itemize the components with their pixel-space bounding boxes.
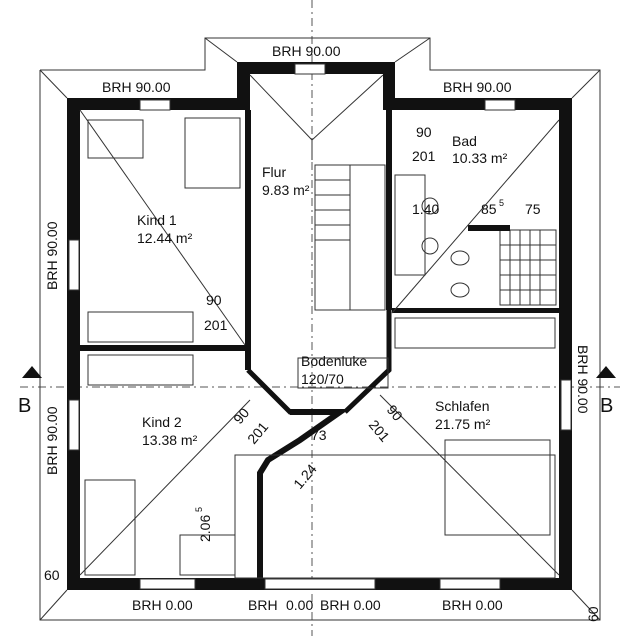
window-label: BRH 90.00 [443, 79, 512, 95]
window-label: BRH 90.00 [44, 221, 60, 290]
svg-text:201: 201 [412, 148, 436, 164]
room-name: Kind 1 [137, 212, 177, 228]
window-label: BRH 90.00 [102, 79, 171, 95]
window-label: BRH 90.00 [272, 43, 341, 59]
svg-text:90: 90 [384, 402, 406, 424]
dimension: 2.06 [197, 515, 213, 542]
dimension: 1.24 [290, 461, 320, 492]
hatch-size: 120/70 [301, 371, 344, 387]
dimension: 73 [311, 427, 327, 443]
section-label-left: B [18, 395, 31, 417]
dimension: 85 [481, 201, 497, 217]
svg-text:201: 201 [366, 417, 393, 445]
dimension: 60 [585, 606, 601, 622]
walls [67, 62, 572, 590]
room-area: 9.83 m² [262, 182, 310, 198]
svg-text:201: 201 [244, 419, 271, 447]
window-label: BRH 0.00 [320, 597, 381, 613]
furniture [79, 74, 560, 579]
room-area: 12.44 m² [137, 230, 193, 246]
svg-text:90: 90 [206, 292, 222, 308]
hatch-label: Bodenluke [301, 353, 367, 369]
window-label: BRH 90.00 [575, 345, 591, 414]
dimension: 60 [44, 567, 60, 583]
dimension: 1.40 [412, 201, 439, 217]
dimension-sup: 5 [499, 198, 504, 208]
room-area: 21.75 m² [435, 416, 491, 432]
svg-text:90: 90 [416, 124, 432, 140]
section-label-right: B [600, 395, 613, 417]
window-label: BRH 90.00 [44, 406, 60, 475]
room-name: Flur [262, 164, 286, 180]
window-label: 0.00 [286, 597, 313, 613]
roof-outline [39, 37, 601, 621]
section-marker-right [596, 366, 616, 378]
window-label: BRH [248, 597, 278, 613]
svg-text:90: 90 [230, 405, 252, 427]
window-label: BRH 0.00 [132, 597, 193, 613]
dimension-sup: 5 [194, 507, 204, 512]
section-marker-left [22, 366, 42, 378]
svg-text:201: 201 [204, 317, 228, 333]
room-name: Schlafen [435, 398, 489, 414]
window-label: BRH 0.00 [442, 597, 503, 613]
dimension: 75 [525, 201, 541, 217]
room-area: 13.38 m² [142, 432, 198, 448]
room-name: Bad [452, 133, 477, 149]
room-name: Kind 2 [142, 414, 182, 430]
room-area: 10.33 m² [452, 150, 508, 166]
